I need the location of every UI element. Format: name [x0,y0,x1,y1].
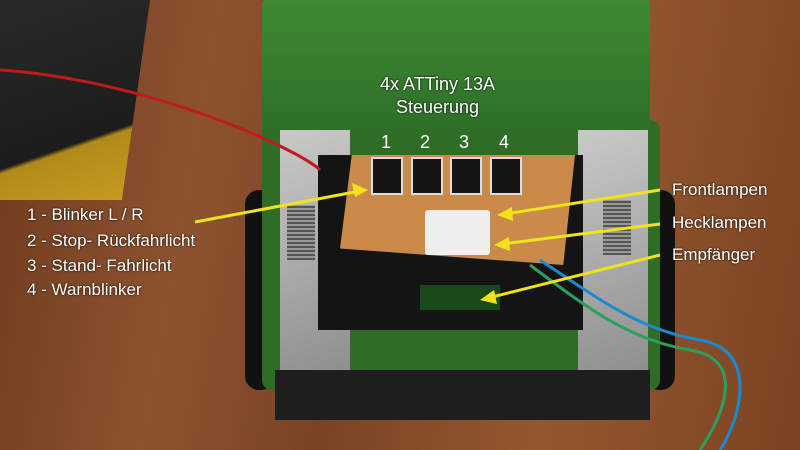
chip-4 [490,157,522,195]
arrowhead [497,207,513,221]
label-hecklampen: Hecklampen [672,213,767,232]
arrowhead [352,183,368,197]
arrow-empfaenger [487,253,661,300]
legend-item-3: 3 - Stand- Fahrlicht [27,256,172,275]
arrow-chips [194,189,361,224]
legend-item-4: 4 - Warnblinker [27,280,142,299]
arrowhead [480,290,497,304]
chip-number-3: 3 [459,132,470,152]
left-vent [287,205,315,260]
chip-3 [450,157,482,195]
truck-hood-open [262,0,650,135]
chip-1 [371,157,403,195]
title-line1: 4x ATTiny 13A [380,74,496,94]
chip-2 [411,157,443,195]
green-wire [529,263,727,450]
chip-number-4: 4 [499,132,510,152]
title-line2: Steuerung [396,97,480,117]
arrowhead [494,237,510,251]
chip-number-2: 2 [420,132,431,152]
blue-wire [539,258,742,450]
arrow-hecklampen [501,222,661,246]
truck-chassis [275,370,650,420]
chip-number-1: 1 [381,132,392,152]
arrow-frontlampen [504,188,661,216]
red-wire [0,68,322,172]
label-empfaenger: Empfänger [672,245,756,264]
label-frontlampen: Frontlampen [672,180,768,199]
legend-item-2: 2 - Stop- Rückfahrlicht [27,231,196,250]
legend-item-1: 1 - Blinker L / R [27,205,144,224]
white-connector [425,210,490,255]
